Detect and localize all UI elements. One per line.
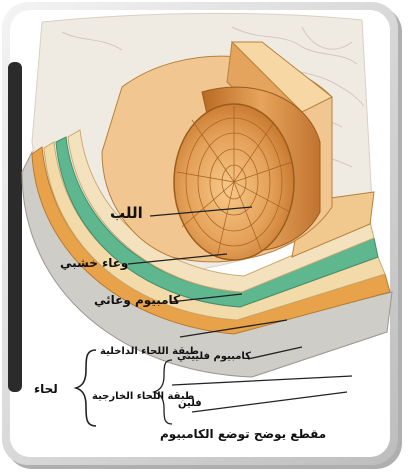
label-vascular-cambium: كامبيوم وعائي — [94, 294, 180, 306]
label-bark-group: لحاء — [34, 383, 58, 395]
label-cork-cambium: كامبيوم فلييني — [177, 352, 251, 362]
label-cork: فلين — [178, 399, 202, 409]
label-xylem: وعاء خشبي — [60, 257, 128, 269]
label-pith: اللب — [110, 206, 143, 221]
caption: مقطع يوضح توضع الكامبيوم — [160, 428, 326, 440]
frame-left-edge — [8, 62, 22, 392]
